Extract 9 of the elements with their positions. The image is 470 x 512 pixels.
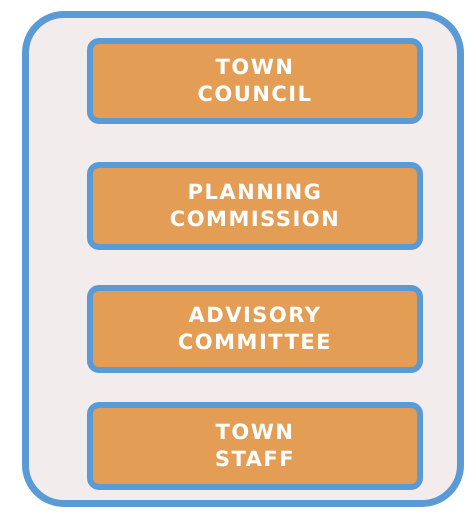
process-box [87,162,423,250]
container-box [22,11,464,507]
box-label: TOWN COUNCIL [196,54,314,108]
process-box [87,285,423,373]
box-label: TOWN STAFF [214,418,296,473]
process-box [87,402,423,490]
box-label: PLANNING COMMISSION [168,178,342,233]
process-box [87,38,423,124]
box-label: ADVISORY COMMITTEE [176,302,334,356]
